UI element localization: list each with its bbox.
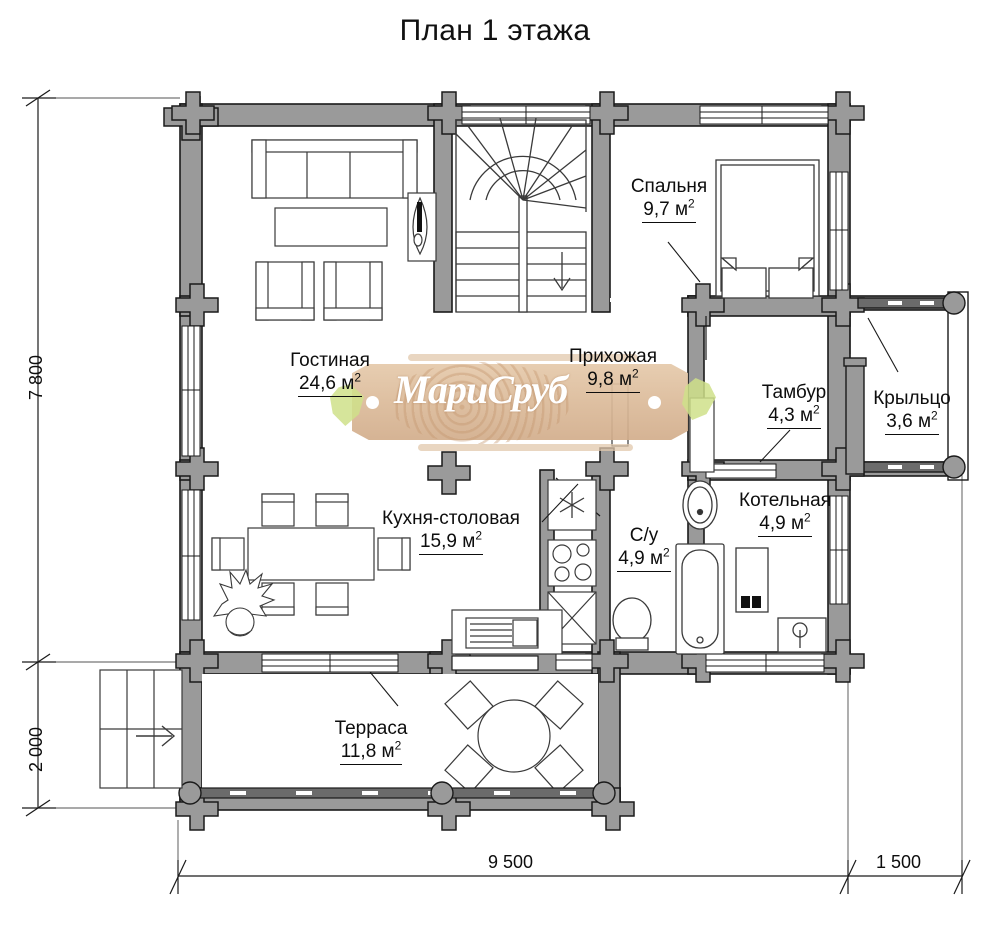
boiler-room-equipment <box>735 547 827 653</box>
bathroom-fixtures <box>612 480 725 655</box>
label-leader-lines <box>369 241 899 707</box>
dimension-bottom-right: 1 500 <box>876 852 922 872</box>
page-title: План 1 этажа <box>399 14 591 47</box>
kitchen-units <box>451 479 597 655</box>
dimension-left-lower: 2 000 <box>26 726 46 772</box>
plant-icon <box>212 568 276 637</box>
terrace-elements <box>99 669 616 805</box>
bedroom-furniture <box>715 159 820 299</box>
staircase <box>455 117 587 313</box>
porch-railing <box>843 291 966 479</box>
dimension-left-upper: 7 800 <box>26 354 46 400</box>
dining-set <box>211 493 411 616</box>
living-room-furniture <box>251 139 437 321</box>
dimension-bottom-main: 9 500 <box>488 852 534 872</box>
dimension-lines <box>22 89 971 895</box>
